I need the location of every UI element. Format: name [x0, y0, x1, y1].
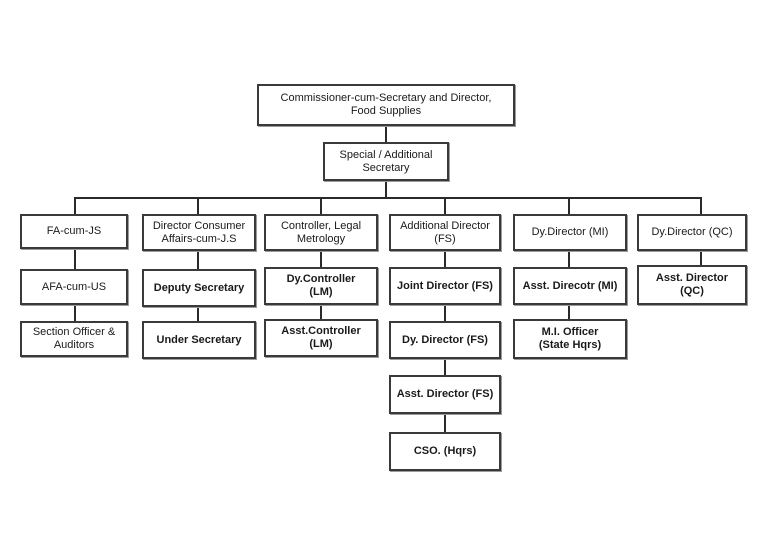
connector-bus-to-col-5: [568, 197, 570, 214]
node-dy-director-qc: Dy.Director (QC): [637, 214, 747, 251]
node-afa-cum-us: AFA-cum-US: [20, 269, 128, 305]
connector-col-6-a: [700, 250, 702, 266]
connector-col-1-a: [74, 248, 76, 270]
node-section-officer: Section Officer & Auditors: [20, 321, 128, 357]
connector-bus-to-col-4: [444, 197, 446, 214]
connector-col-5-b: [568, 304, 570, 320]
connector-col-3-a: [320, 250, 322, 268]
node-cso-hqrs: CSO. (Hqrs): [389, 432, 501, 471]
node-mi-officer: M.I. Officer (State Hqrs): [513, 319, 627, 359]
connector-root-to-secretary: [385, 125, 387, 143]
node-asst-director-fs: Asst. Director (FS): [389, 375, 501, 414]
connector-bus-to-col-1: [74, 197, 76, 214]
node-joint-director-fs: Joint Director (FS): [389, 267, 501, 305]
node-additional-director-fs: Additional Director (FS): [389, 214, 501, 251]
connector-bus-to-col-6: [700, 197, 702, 214]
node-asst-controller-lm: Asst.Controller (LM): [264, 319, 378, 357]
connector-col-1-b: [74, 304, 76, 322]
connector-col-2-b: [197, 306, 199, 322]
node-asst-director-mi: Asst. Direcotr (MI): [513, 267, 627, 305]
node-special-secretary: Special / Additional Secretary: [323, 142, 449, 181]
connector-bus-to-col-2: [197, 197, 199, 214]
connector-col-4-d: [444, 413, 446, 433]
node-dy-director-fs: Dy. Director (FS): [389, 321, 501, 359]
node-dy-controller-lm: Dy.Controller (LM): [264, 267, 378, 305]
node-commissioner: Commissioner-cum-Secretary and Director,…: [257, 84, 515, 126]
node-asst-director-qc: Asst. Director (QC): [637, 265, 747, 305]
connector-bus-horizontal: [74, 197, 702, 199]
connector-col-2-a: [197, 250, 199, 270]
connector-col-4-b: [444, 304, 446, 322]
node-deputy-secretary: Deputy Secretary: [142, 269, 256, 307]
connector-col-3-b: [320, 304, 322, 320]
node-director-consumer-affairs: Director Consumer Affairs-cum-J.S: [142, 214, 256, 251]
connector-col-4-a: [444, 250, 446, 268]
connector-col-5-a: [568, 250, 570, 268]
connector-col-4-c: [444, 358, 446, 376]
node-controller-legal-metrology: Controller, Legal Metrology: [264, 214, 378, 251]
node-fa-cum-js: FA-cum-JS: [20, 214, 128, 249]
node-dy-director-mi: Dy.Director (MI): [513, 214, 627, 251]
connector-bus-to-col-3: [320, 197, 322, 214]
connector-secretary-to-bus: [385, 180, 387, 198]
node-under-secretary: Under Secretary: [142, 321, 256, 359]
